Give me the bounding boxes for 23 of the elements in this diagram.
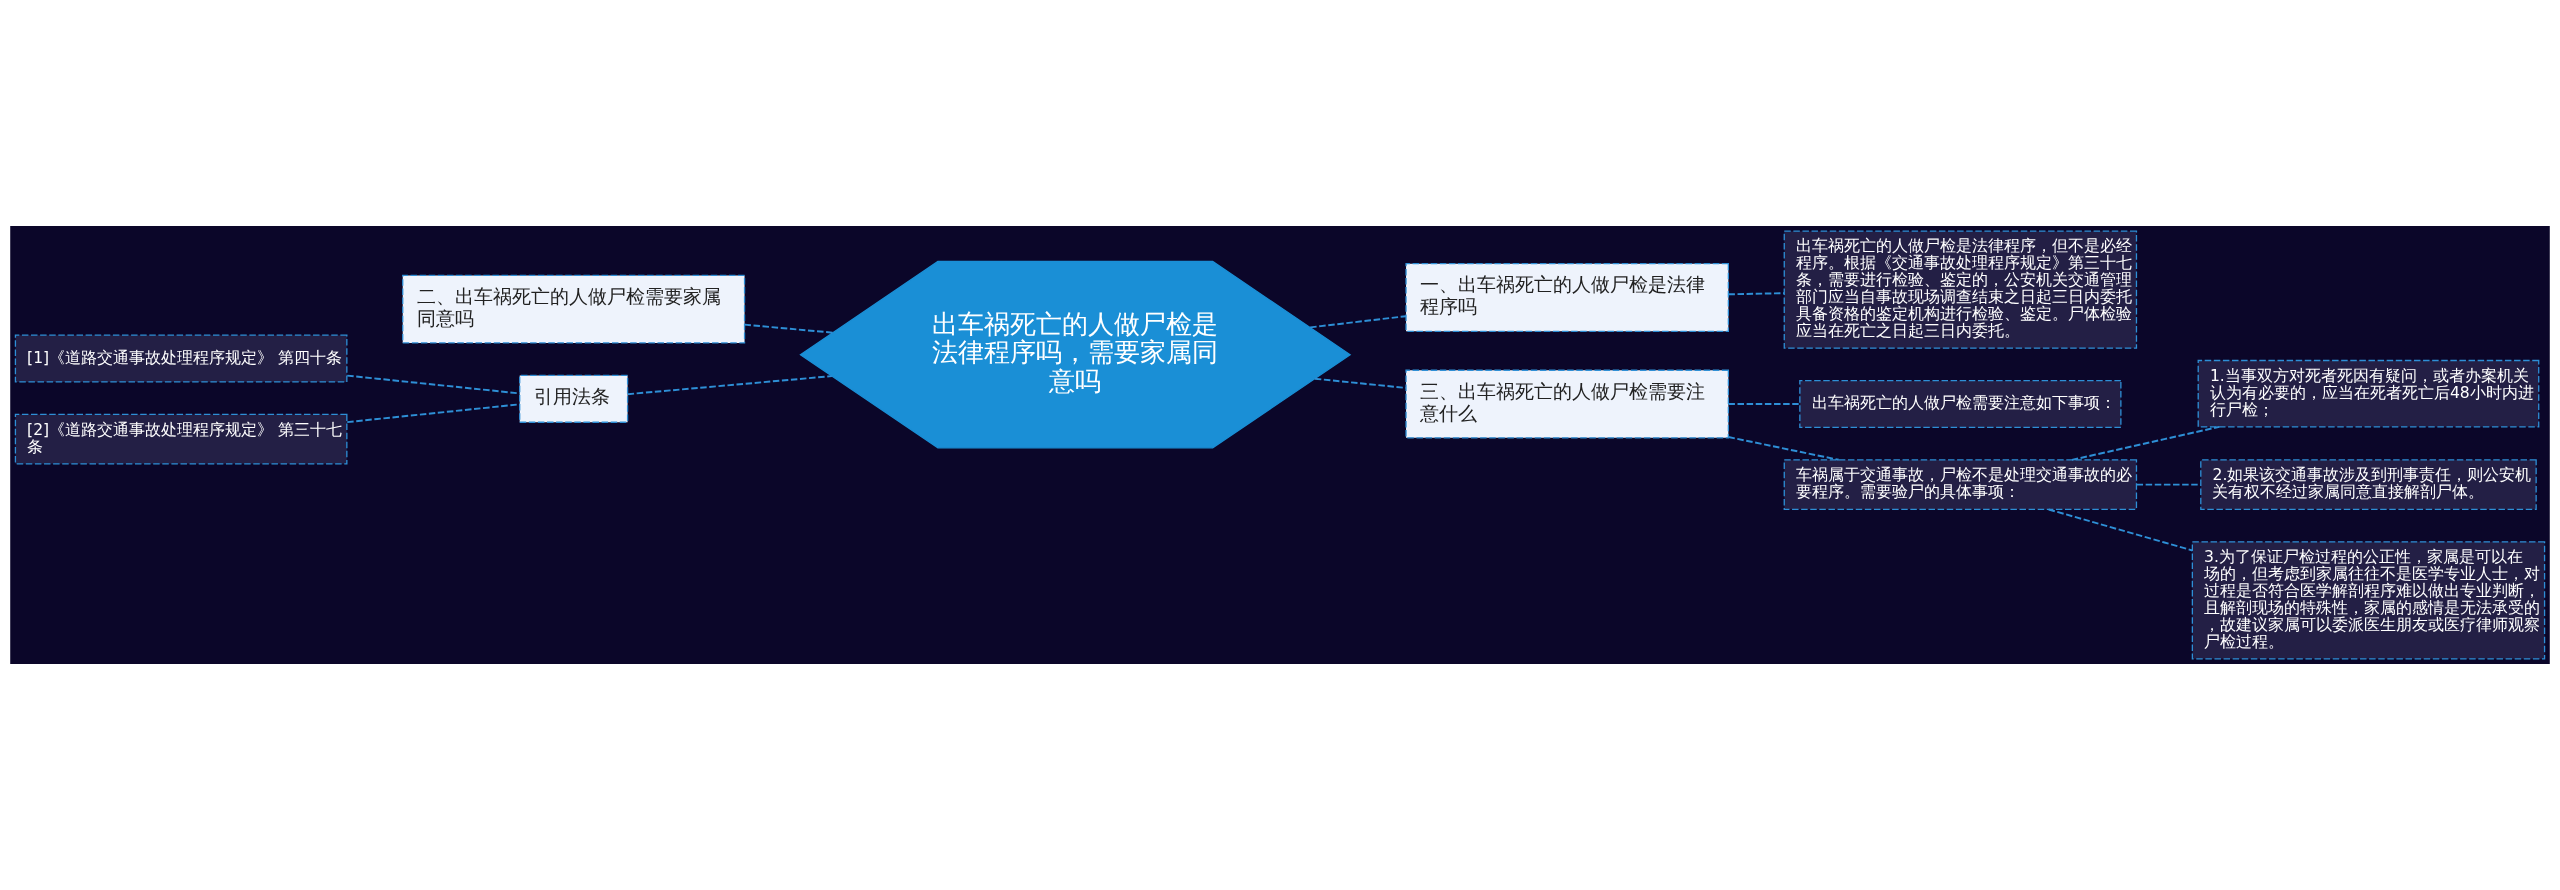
node-box: 二、出车祸死亡的人做尸检需要家属同意吗: [402, 274, 746, 344]
connector: [346, 403, 521, 424]
node-box: 出车祸死亡的人做尸检是法律程序，但不是必经程序。根据《交通事故处理程序规定》第三十七条，需要进行检验、鉴定的，公安机关交通管理部门应当自事故现场调查结束之日起三日内委托具备资格的鉴定机构进行检验、鉴定。尸体检验应当在死亡之日起三日内委托。: [1783, 230, 2138, 349]
node-box: 出车祸死亡的人做尸检需要注意如下事项：: [1799, 380, 2122, 429]
connector: [1313, 377, 1407, 389]
connector: [346, 374, 521, 395]
node-box: 2.如果该交通事故涉及到刑事责任，则公安机关有权不经过家属同意直接解剖尸体。: [2200, 459, 2537, 510]
node-box: [2]《道路交通事故处理程序规定》 第三十七条: [14, 413, 348, 465]
connector: [2135, 483, 2202, 486]
connector: [2047, 508, 2194, 552]
node-box: 引用法条: [519, 374, 629, 423]
connector: [743, 323, 834, 334]
node-box: 车祸属于交通事故，尸检不是处理交通事故的必要程序。需要验尸的具体事项：: [1783, 459, 2138, 510]
connector: [1727, 292, 1786, 296]
connector: [626, 375, 833, 396]
node-box: [1]《道路交通事故处理程序规定》 第四十条: [14, 334, 348, 383]
connector: [1727, 403, 1801, 406]
node-box: 三、出车祸死亡的人做尸检需要注意什么: [1405, 369, 1729, 439]
connector: [1309, 315, 1407, 329]
node-box: 1.当事双方对死者死因有疑问，或者办案机关认为有必要的，应当在死者死亡后48小时内进行尸检；: [2197, 359, 2540, 428]
node-box: 3.为了保证尸检过程的公正性，家属是可以在场的，但考虑到家属往往不是医学专业人士，对过程是否符合医学解剖程序难以做出专业判断，且解剖现场的特殊性，家属的感情是无法承受的，故建议家属可以委派医生朋友或医疗律师观察尸检过程。: [2191, 541, 2546, 660]
connector: [2070, 425, 2221, 461]
node-box: 一、出车祸死亡的人做尸检是法律程序吗: [1405, 263, 1729, 332]
